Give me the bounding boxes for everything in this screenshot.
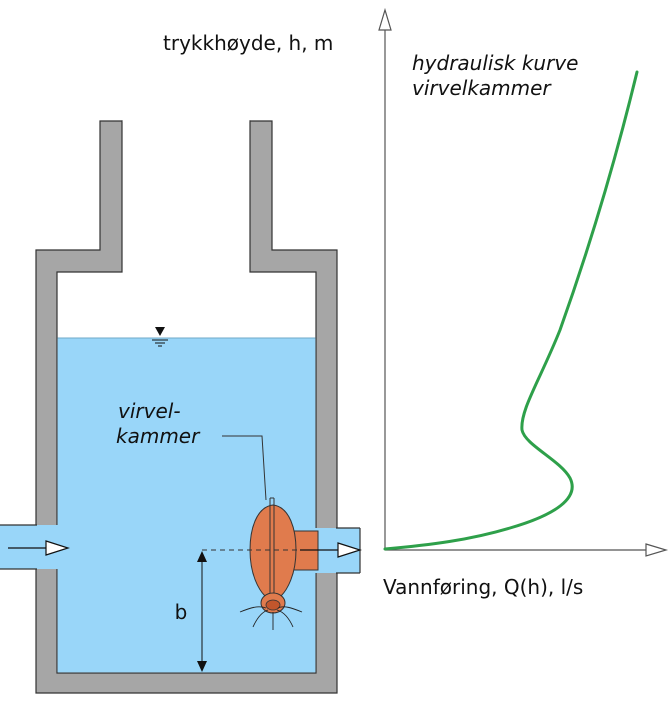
arrow-right-icon [300, 542, 362, 558]
arrow-right-icon [8, 540, 70, 556]
x-axis-label: Vannføring, Q(h), l/s [383, 575, 583, 599]
curve-title-line1: hydraulisk kurve [412, 51, 578, 75]
device-leader-line [222, 435, 267, 501]
chart-axes [378, 7, 669, 557]
hydraulic-curve [383, 70, 639, 551]
device-label-line2: kammer [116, 424, 201, 448]
device-label-line1: virvel- [118, 399, 181, 423]
dimension-label: b [175, 600, 188, 624]
water-level-triangle-icon [152, 327, 168, 347]
y-axis-arrowhead [378, 7, 392, 31]
x-axis-arrowhead [645, 543, 669, 557]
inflow-streamlines [239, 606, 303, 630]
dimension-b: b [175, 549, 300, 672]
y-axis-label: trykkhøyde, h, m [163, 31, 333, 55]
curve-title-line2: virvelkammer [412, 76, 552, 100]
